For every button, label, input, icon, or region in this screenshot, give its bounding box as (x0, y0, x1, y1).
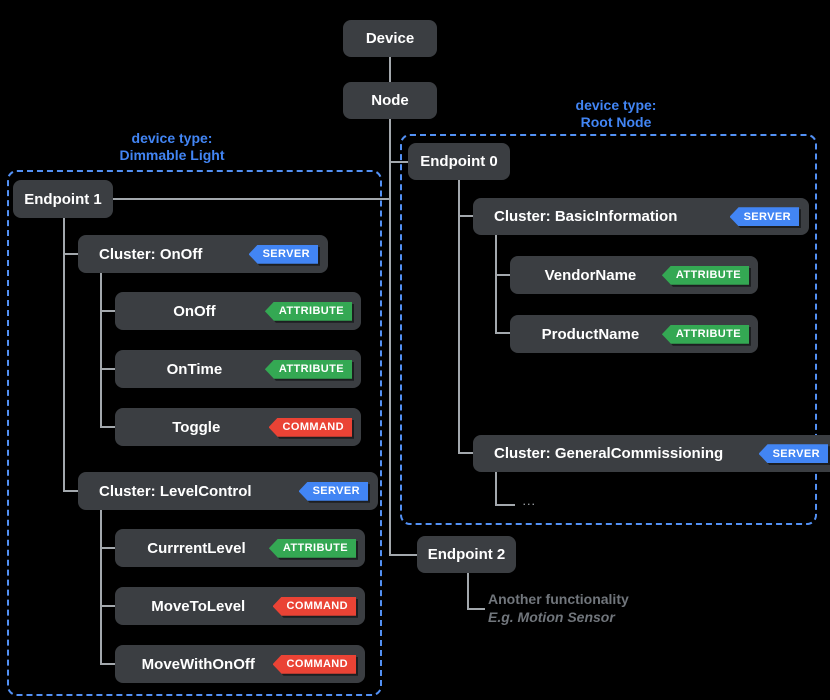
attribute-vendorname-box: VendorName ATTRIBUTE (510, 256, 758, 294)
attribute-badge: ATTRIBUTE (264, 359, 352, 379)
device-type-name: Dimmable Light (119, 147, 225, 163)
command-toggle-box: Toggle COMMAND (115, 408, 361, 446)
server-badge: SERVER (729, 207, 799, 227)
group-label-root-node: device type: Root Node (531, 97, 701, 131)
connector-line (389, 554, 417, 556)
connector-line (100, 426, 115, 428)
attribute-badge: ATTRIBUTE (268, 538, 356, 558)
connector-line (100, 510, 102, 665)
cluster-generalcommissioning-label: Cluster: GeneralCommissioning (494, 445, 724, 462)
connector-line (495, 471, 497, 506)
command-movewithonoff-box: MoveWithOnOff COMMAND (115, 645, 365, 683)
connector-line (113, 198, 390, 200)
connector-line (100, 272, 102, 428)
attribute-badge: ATTRIBUTE (661, 324, 749, 344)
device-type-name: Root Node (580, 114, 652, 130)
connector-line (458, 452, 473, 454)
connector-line (389, 57, 391, 82)
command-toggle-label: Toggle (172, 418, 221, 436)
command-badge: COMMAND (272, 654, 356, 674)
cluster-onoff-label: Cluster: OnOff (99, 245, 203, 263)
connector-line (63, 253, 78, 255)
connector-line (389, 119, 391, 555)
endpoint-2-note: Another functionality E.g. Motion Sensor (488, 590, 629, 626)
command-movewithonoff-label: MoveWithOnOff (141, 655, 255, 673)
attribute-badge: ATTRIBUTE (661, 265, 749, 285)
server-badge: SERVER (248, 244, 318, 264)
connector-line (495, 234, 497, 334)
connector-line (467, 608, 485, 610)
command-movetolevel-box: MoveToLevel COMMAND (115, 587, 365, 625)
connector-line (100, 310, 115, 312)
node-box: Node (343, 82, 437, 119)
cluster-basicinformation-label: Cluster: BasicInformation (494, 208, 678, 225)
connector-line (389, 161, 408, 163)
connector-line (458, 215, 473, 217)
cluster-onoff-box: Cluster: OnOff SERVER (78, 235, 328, 273)
cluster-levelcontrol-box: Cluster: LevelControl SERVER (78, 472, 378, 510)
attribute-currrentlevel-box: CurrrentLevel ATTRIBUTE (115, 529, 365, 567)
connector-line (458, 180, 460, 454)
attribute-productname-label: ProductName (541, 325, 640, 343)
connector-line (100, 663, 115, 665)
endpoint-2-label: Endpoint 2 (427, 546, 506, 563)
group-label-dimmable-light: device type: Dimmable Light (87, 130, 257, 164)
attribute-vendorname-label: VendorName (544, 266, 637, 284)
connector-line (495, 274, 510, 276)
server-badge: SERVER (298, 481, 368, 501)
device-label: Device (365, 30, 415, 47)
attribute-ontime-label: OnTime (166, 360, 223, 378)
attribute-onoff-box: OnOff ATTRIBUTE (115, 292, 361, 330)
cluster-generalcommissioning-box: Cluster: GeneralCommissioning SERVER (473, 435, 830, 472)
command-badge: COMMAND (272, 596, 356, 616)
server-badge: SERVER (758, 444, 828, 464)
connector-line (495, 332, 510, 334)
connector-line (63, 218, 65, 491)
connector-line (100, 547, 115, 549)
connector-line (100, 368, 115, 370)
connector-line (495, 504, 515, 506)
attribute-productname-box: ProductName ATTRIBUTE (510, 315, 758, 353)
endpoint-0-box: Endpoint 0 (408, 143, 510, 180)
device-box: Device (343, 20, 437, 57)
connector-line (467, 573, 469, 609)
command-movetolevel-label: MoveToLevel (151, 597, 246, 615)
node-label: Node (371, 92, 409, 109)
group-dimmable-light (7, 170, 382, 696)
device-type-caption: device type: (575, 97, 657, 113)
endpoint-2-box: Endpoint 2 (417, 536, 516, 573)
attribute-badge: ATTRIBUTE (264, 301, 352, 321)
connector-line (100, 605, 115, 607)
cluster-basicinformation-box: Cluster: BasicInformation SERVER (473, 198, 809, 235)
endpoint-1-box: Endpoint 1 (13, 180, 113, 218)
endpoint-2-note-line2: E.g. Motion Sensor (488, 609, 615, 625)
endpoint-2-note-line1: Another functionality (488, 591, 629, 607)
endpoint-0-label: Endpoint 0 (420, 153, 498, 170)
attribute-onoff-label: OnOff (173, 302, 216, 320)
attribute-currrentlevel-label: CurrrentLevel (147, 539, 246, 557)
attribute-ontime-box: OnTime ATTRIBUTE (115, 350, 361, 388)
device-type-caption: device type: (131, 130, 213, 146)
truncation-ellipsis: ... (523, 497, 537, 507)
endpoint-1-label: Endpoint 1 (24, 190, 102, 208)
group-root-node (400, 134, 817, 525)
cluster-levelcontrol-label: Cluster: LevelControl (99, 482, 252, 500)
command-badge: COMMAND (268, 417, 352, 437)
connector-line (63, 490, 78, 492)
